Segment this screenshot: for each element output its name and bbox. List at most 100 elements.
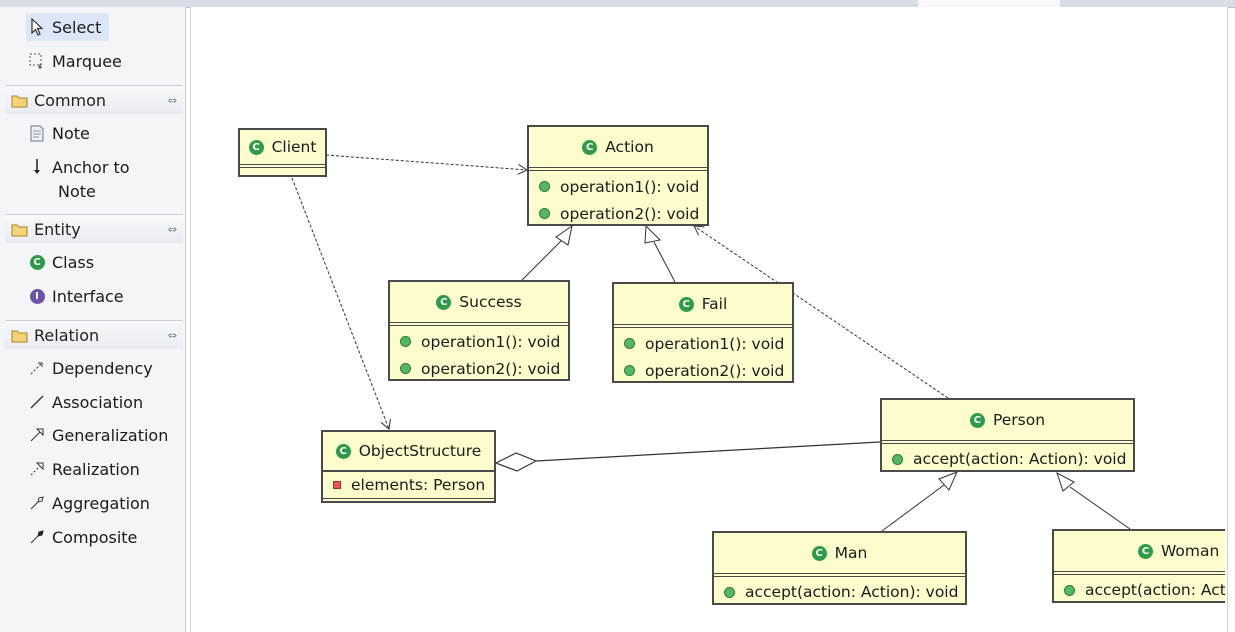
class-icon: C bbox=[969, 412, 985, 428]
class-client[interactable]: C Client bbox=[238, 128, 327, 177]
palette-item-label: Generalization bbox=[52, 425, 169, 445]
palette-item-label: Composite bbox=[52, 527, 138, 547]
class-success[interactable]: C Success operation1(): void operation2(… bbox=[388, 280, 570, 381]
class-header: C Fail bbox=[614, 284, 792, 328]
folder-icon bbox=[11, 222, 29, 237]
palette-item-interface[interactable]: I Interface bbox=[28, 282, 124, 310]
class-operation: accept(action: Action): void bbox=[882, 445, 1133, 473]
collapse-icon[interactable]: ⇔ bbox=[167, 222, 177, 236]
public-method-icon bbox=[624, 365, 635, 376]
class-icon: C bbox=[28, 253, 46, 271]
collapse-icon[interactable]: ⇔ bbox=[167, 93, 177, 107]
generalization-arrowhead bbox=[1056, 471, 1075, 492]
generalization-man-person[interactable] bbox=[881, 484, 945, 532]
class-header: C Man bbox=[714, 533, 965, 577]
palette-drawer-common[interactable]: Common ⇔ bbox=[5, 85, 183, 114]
palette-tool-select[interactable]: Select bbox=[26, 13, 110, 41]
class-header: C Person bbox=[882, 400, 1133, 444]
class-woman[interactable]: C Woman accept(action: Act bbox=[1052, 529, 1225, 603]
class-man[interactable]: C Man accept(action: Action): void bbox=[712, 531, 967, 605]
class-person[interactable]: C Person accept(action: Action): void bbox=[880, 398, 1135, 472]
drawer-label: Common bbox=[34, 90, 107, 110]
aggregation-objectstructure-person[interactable] bbox=[535, 441, 881, 462]
class-header: C Client bbox=[240, 130, 325, 168]
class-compartment-separator bbox=[323, 498, 494, 499]
class-operation: accept(action: Act bbox=[1054, 576, 1225, 604]
public-method-icon bbox=[539, 181, 550, 192]
class-name: Fail bbox=[701, 295, 728, 313]
palette-item-realization[interactable]: Realization bbox=[28, 455, 140, 483]
palette-item-label: Association bbox=[52, 392, 144, 412]
public-method-icon bbox=[400, 363, 411, 374]
class-objectstructure[interactable]: C ObjectStructure elements: Person bbox=[321, 430, 496, 503]
palette-tool-marquee[interactable]: Marquee bbox=[28, 47, 122, 75]
drawer-label: Entity bbox=[34, 219, 81, 239]
realization-icon bbox=[28, 460, 46, 478]
palette-drawer-entity[interactable]: Entity ⇔ bbox=[5, 214, 183, 243]
dependency-client-action[interactable] bbox=[325, 154, 529, 175]
note-icon bbox=[28, 124, 46, 142]
folder-icon bbox=[11, 93, 29, 108]
palette-item-label: Anchor to bbox=[52, 157, 130, 177]
class-name: Man bbox=[834, 544, 868, 562]
class-icon: C bbox=[335, 443, 351, 459]
active-editor-tab[interactable] bbox=[918, 0, 1060, 7]
palette-item-label: Aggregation bbox=[52, 493, 150, 513]
composite-icon bbox=[28, 528, 46, 546]
palette-item-label: Interface bbox=[52, 286, 124, 306]
class-icon: C bbox=[1138, 543, 1153, 559]
generalization-arrowhead bbox=[555, 224, 573, 246]
interface-icon: I bbox=[28, 287, 46, 305]
class-icon: C bbox=[811, 545, 827, 561]
palette-item-association[interactable]: Association bbox=[28, 388, 143, 416]
public-method-icon bbox=[400, 336, 411, 347]
class-name: Person bbox=[992, 411, 1046, 429]
pointer-icon bbox=[28, 18, 46, 36]
palette-item-dependency[interactable]: Dependency bbox=[28, 354, 153, 382]
public-method-icon bbox=[539, 208, 550, 219]
dependency-icon bbox=[28, 359, 46, 377]
public-method-icon bbox=[724, 586, 735, 598]
generalization-woman-person[interactable] bbox=[1069, 486, 1131, 530]
public-method-icon bbox=[624, 338, 635, 349]
class-action[interactable]: C Action operation1(): void operation2()… bbox=[527, 125, 709, 226]
generalization-fail-action[interactable] bbox=[653, 241, 676, 283]
marquee-icon bbox=[28, 52, 46, 70]
class-name: Woman bbox=[1161, 542, 1220, 560]
private-field-icon bbox=[333, 481, 341, 489]
generalization-success-action[interactable] bbox=[521, 239, 563, 281]
palette-drawer-relation[interactable]: Relation ⇔ bbox=[5, 320, 183, 349]
dependency-person-action[interactable] bbox=[693, 225, 949, 399]
collapse-icon[interactable]: ⇔ bbox=[167, 328, 177, 342]
palette-item-anchor-to-note[interactable]: Anchor to bbox=[28, 153, 130, 181]
class-operation: operation1(): void bbox=[614, 330, 792, 357]
drawer-label: Relation bbox=[34, 325, 100, 345]
generalization-icon bbox=[28, 426, 46, 444]
class-name: Client bbox=[271, 138, 317, 156]
class-operation: operation1(): void bbox=[529, 173, 707, 200]
palette-item-class[interactable]: C Class bbox=[28, 248, 94, 276]
class-icon: C bbox=[582, 139, 598, 155]
palette-item-label: Dependency bbox=[52, 358, 153, 378]
palette-tool-label: Select bbox=[52, 17, 102, 37]
palette-item-composite[interactable]: Composite bbox=[28, 523, 137, 551]
palette-item-generalization[interactable]: Generalization bbox=[28, 421, 168, 449]
anchor-icon bbox=[28, 158, 46, 176]
aggregation-diamond bbox=[494, 452, 538, 472]
folder-icon bbox=[11, 328, 29, 343]
palette-item-note[interactable]: Note bbox=[28, 119, 90, 147]
palette-item-aggregation[interactable]: Aggregation bbox=[28, 489, 150, 517]
class-name: Action bbox=[605, 138, 654, 156]
class-header: C Woman bbox=[1054, 531, 1225, 575]
class-header: C Success bbox=[390, 282, 568, 326]
class-fail[interactable]: C Fail operation1(): void operation2(): … bbox=[612, 282, 794, 383]
dependency-client-objectstructure[interactable] bbox=[291, 177, 391, 430]
class-name: Success bbox=[459, 293, 522, 311]
generalization-arrowhead bbox=[938, 471, 958, 491]
palette-item-label: Realization bbox=[52, 459, 140, 479]
palette-item-label: Class bbox=[52, 252, 95, 272]
class-operation: operation2(): void bbox=[390, 355, 568, 382]
class-header: C Action bbox=[529, 127, 707, 171]
palette-splitter[interactable] bbox=[0, 7, 3, 632]
